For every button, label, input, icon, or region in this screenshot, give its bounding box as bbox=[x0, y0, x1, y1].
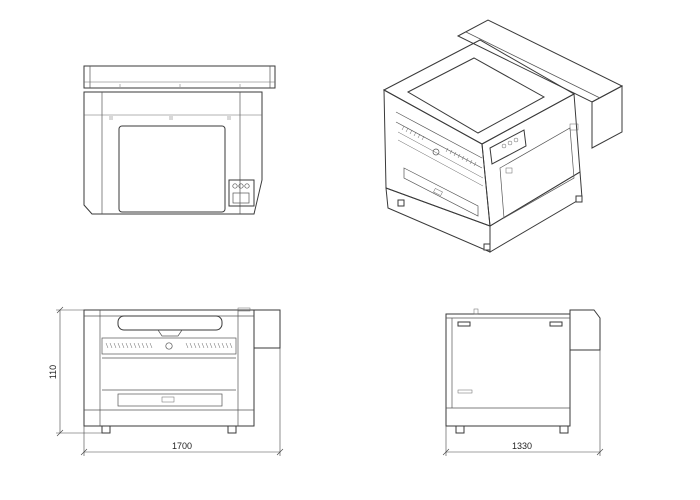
top-view-control-display bbox=[232, 192, 250, 204]
top-view-body bbox=[83, 91, 263, 215]
side-view-wheel bbox=[455, 425, 465, 434]
iso-top-surface bbox=[382, 39, 576, 145]
top-view-control-panel bbox=[228, 179, 255, 207]
iso-side-face bbox=[481, 93, 581, 227]
front-view bbox=[83, 307, 281, 434]
iso-emergency-button bbox=[432, 148, 440, 156]
iso-lower-drawer bbox=[403, 167, 479, 217]
iso-lid-window bbox=[406, 57, 546, 134]
top-view-tube-housing bbox=[83, 65, 276, 89]
iso-base-front bbox=[385, 187, 491, 253]
side-view bbox=[445, 308, 601, 434]
front-view-drawer-handle bbox=[161, 396, 175, 403]
front-view-wheel bbox=[227, 425, 237, 434]
iso-vent-grille bbox=[401, 125, 477, 167]
front-view-drawer bbox=[117, 393, 223, 407]
iso-tube-housing-end bbox=[591, 85, 623, 149]
top-view-control-knob bbox=[244, 183, 250, 189]
top-view-hinge-marks bbox=[109, 84, 241, 120]
front-view-wheel bbox=[101, 425, 111, 434]
top-view-lid-window bbox=[118, 125, 226, 213]
iso-wheel bbox=[575, 195, 583, 203]
side-view-dimensions: 1330 bbox=[442, 350, 604, 456]
height-dimension-label: 110 bbox=[48, 365, 58, 379]
top-view bbox=[83, 65, 276, 215]
isometric-view bbox=[382, 19, 624, 253]
front-view-vent-grille bbox=[105, 342, 233, 349]
top-view-control-knob bbox=[232, 183, 238, 189]
iso-control-panel bbox=[489, 129, 527, 165]
depth-dimension-label: 1330 bbox=[512, 441, 532, 451]
width-dimension-label: 1700 bbox=[172, 441, 192, 451]
iso-wheel bbox=[397, 199, 405, 207]
side-view-label-plate bbox=[549, 321, 563, 327]
front-view-rear-housing bbox=[253, 309, 281, 349]
iso-wheel bbox=[483, 243, 491, 251]
side-view-label-plate bbox=[457, 321, 471, 327]
side-view-body bbox=[445, 313, 571, 427]
front-view-emergency-button bbox=[165, 342, 173, 350]
front-view-vent-strip bbox=[101, 337, 237, 355]
iso-tube-housing-top bbox=[456, 19, 624, 103]
front-view-dimensions: 110 1700 bbox=[48, 306, 284, 456]
top-view-control-knob bbox=[238, 183, 244, 189]
side-view-rear-housing bbox=[569, 309, 601, 351]
iso-side-door bbox=[499, 127, 575, 219]
side-view-brand-plate bbox=[457, 389, 473, 394]
front-view-body bbox=[83, 309, 255, 427]
side-view-wheel bbox=[559, 425, 569, 434]
front-view-lid-handle bbox=[117, 315, 223, 331]
